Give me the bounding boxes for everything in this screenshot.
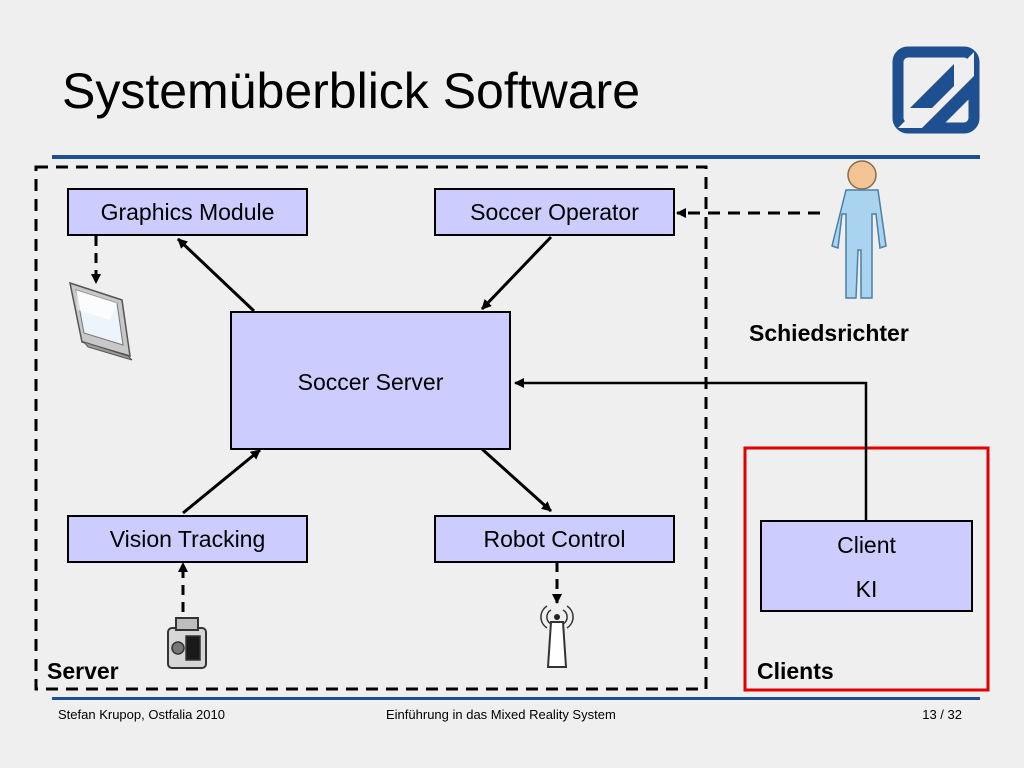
server-group-frame (34, 165, 708, 691)
client-box: Client KI (760, 520, 973, 612)
slide-title: Systemüberblick Software (62, 63, 641, 119)
person-icon (831, 160, 887, 299)
referee-label: Schiedsrichter (749, 320, 909, 346)
footer-page-number: 13 / 32 (922, 707, 962, 722)
vision-tracking-label: Vision Tracking (109, 525, 266, 552)
footer-author: Stefan Krupop, Ostfalia 2010 (58, 707, 225, 722)
client-label: Client (837, 532, 896, 558)
soccer-server-box: Soccer Server (230, 311, 511, 450)
robot-control-label: Robot Control (483, 525, 626, 552)
soccer-operator-box: Soccer Operator (434, 188, 675, 236)
arrow-operator-to-server (480, 235, 553, 311)
soccer-operator-label: Soccer Operator (470, 198, 639, 225)
vision-tracking-box: Vision Tracking (67, 515, 308, 563)
robot-control-box: Robot Control (434, 515, 675, 563)
arrow-server-to-robot (480, 447, 553, 513)
monitor-icon (69, 281, 133, 361)
arrow-vision-to-server (182, 448, 261, 515)
footer-topic: Einführung in das Mixed Reality System (386, 707, 616, 722)
graphics-module-label: Graphics Module (100, 198, 275, 225)
arrow-server-to-graphics (176, 237, 256, 313)
server-group-label: Server (47, 658, 119, 684)
camera-icon (167, 617, 207, 669)
arrow-client-to-server (514, 378, 868, 520)
footer-rule (52, 697, 980, 700)
antenna-icon (540, 605, 574, 668)
soccer-server-label: Soccer Server (297, 369, 444, 395)
clients-group-label: Clients (757, 658, 834, 684)
logo-icon (892, 46, 980, 134)
header-rule (52, 155, 980, 159)
graphics-module-box: Graphics Module (67, 188, 308, 236)
client-ki-label: KI (855, 576, 878, 602)
